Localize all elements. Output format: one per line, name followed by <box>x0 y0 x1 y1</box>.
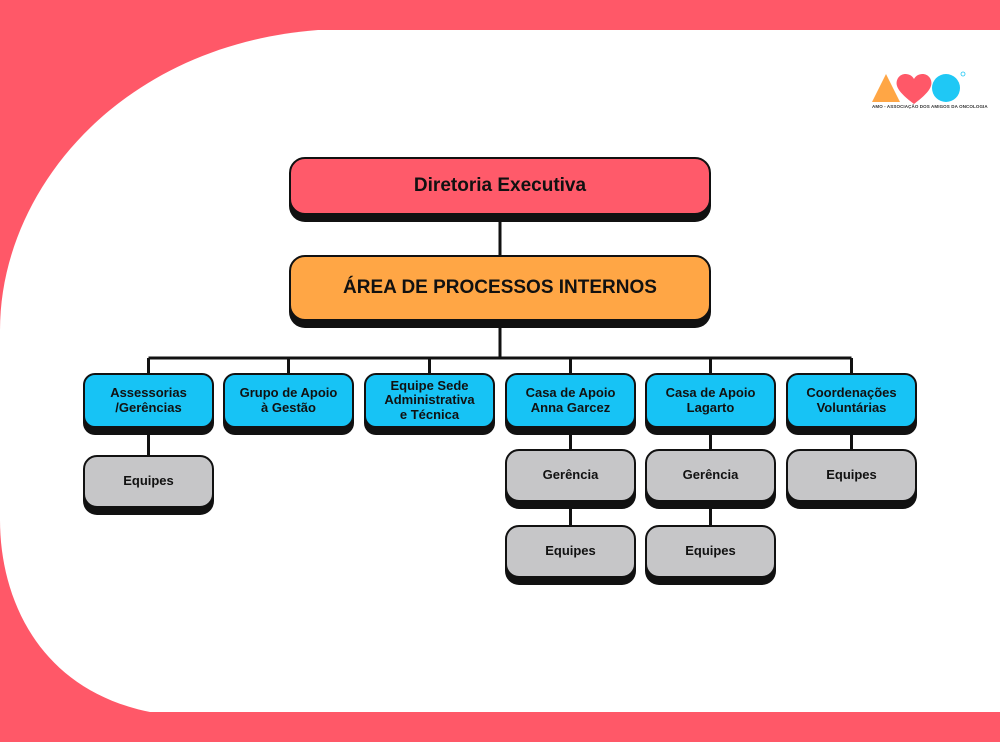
unit-box-casa-lagarto: Casa de Apoio Lagarto <box>645 373 776 428</box>
area-box: ÁREA DE PROCESSOS INTERNOS <box>289 255 711 321</box>
triangle-icon <box>872 74 900 102</box>
subunit-box-coordenacoes-equipes: Equipes <box>786 449 917 502</box>
amo-logo <box>868 66 968 114</box>
unit-box-casa-anna-garcez: Casa de Apoio Anna Garcez <box>505 373 636 428</box>
subunit-box-anna-garcez-gerencia: Gerência <box>505 449 636 502</box>
circle-icon <box>932 74 960 102</box>
unit-box-assessorias: Assessorias /Gerências <box>83 373 214 428</box>
unit-box-coordenacoes: Coordenações Voluntárias <box>786 373 917 428</box>
heart-icon <box>896 73 932 104</box>
subunit-box-lagarto-equipes: Equipes <box>645 525 776 578</box>
unit-box-equipe-sede: Equipe Sede Administrativa e Técnica <box>364 373 495 428</box>
unit-box-grupo-apoio: Grupo de Apoio à Gestão <box>223 373 354 428</box>
subunit-box-assessorias-equipes: Equipes <box>83 455 214 508</box>
subunit-box-lagarto-gerencia: Gerência <box>645 449 776 502</box>
directorate-box: Diretoria Executiva <box>289 157 711 215</box>
subunit-box-anna-garcez-equipes: Equipes <box>505 525 636 578</box>
logo-caption: AMO - ASSOCIAÇÃO DOS AMIGOS DA ONCOLOGIA <box>872 104 988 109</box>
registered-mark-icon <box>960 71 966 77</box>
